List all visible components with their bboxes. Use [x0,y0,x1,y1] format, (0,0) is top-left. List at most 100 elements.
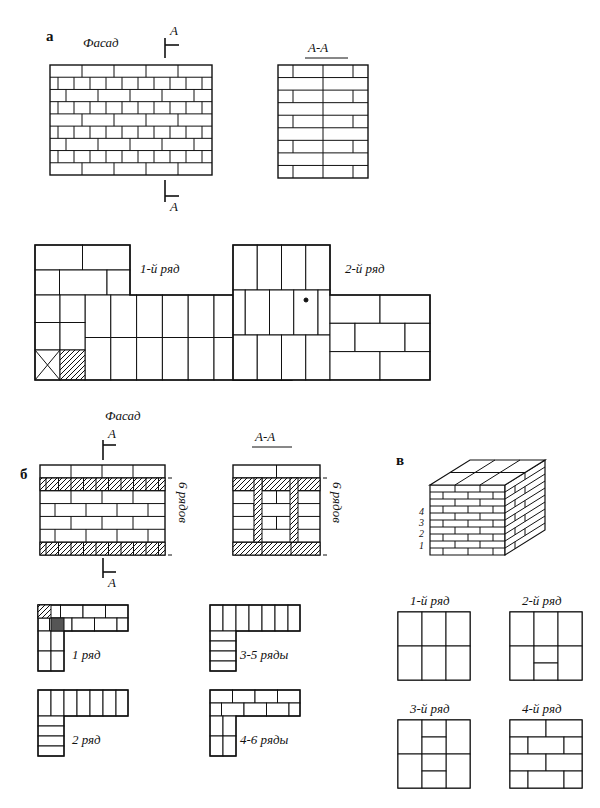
brick-plan [90,690,103,716]
brick-plan [245,290,269,335]
closer-brick [51,618,64,631]
section-mark [164,180,166,202]
brick-plan [116,690,128,716]
brick-plan [282,245,306,290]
brick-plan [83,605,106,618]
brick-plan [546,720,582,737]
head-joint [130,138,131,150]
brick-plan [162,338,188,381]
plan-outline [398,612,470,680]
head-joint [186,102,187,114]
top-joint [450,472,525,473]
head-joint [443,534,444,541]
brick-plan [534,612,558,646]
brick-plan [60,295,85,323]
brick-plan [85,295,111,338]
brick-plan [210,651,236,661]
head-joint [58,102,59,114]
brick-plan [51,631,64,651]
dimension-tick [323,478,327,479]
brick-plan [422,754,446,771]
wall-outline [278,65,368,178]
course-number: 3 [419,517,424,528]
head-joint [480,485,481,492]
brick-plan [35,295,60,323]
head-joint [170,126,171,138]
bed-joint [40,503,165,504]
head-joint [158,478,159,491]
brick-plan [422,771,446,788]
brick-plan [233,290,245,335]
brick-plan [223,736,236,756]
course-number: 4 [419,506,424,517]
brick-plan [60,270,108,295]
plan-outline [510,612,582,680]
head-joint [323,165,324,178]
brick-plan [111,295,137,338]
head-joint [96,542,97,555]
head-joint [262,542,263,555]
view-title: Фасад [105,409,140,423]
course-label: 3-5 ряды [240,648,288,662]
head-joint [146,163,147,175]
brick-plan [35,270,60,295]
brick-plan [106,605,129,618]
plan-outline [510,720,582,788]
brick-plan [282,335,306,380]
course-count: 6 рядов [176,482,190,523]
brick-plan [38,651,51,671]
head-joint [90,77,91,89]
wall-outline [233,465,320,555]
course-label: 1-й ряд [140,262,180,276]
head-joint [98,138,99,150]
hatched-course [233,478,320,491]
head-joint [71,465,72,478]
hatched-header [254,478,262,542]
pillar-top [430,460,545,485]
course-number: 2 [419,528,424,539]
head-joint [493,506,494,513]
head-joint [122,151,123,163]
plan-outline [210,690,300,756]
head-joint [148,504,149,517]
head-joint [122,126,123,138]
head-joint [133,465,134,478]
brick-plan [558,646,582,680]
head-joint [353,115,354,128]
brick-plan [162,295,188,338]
head-joint [493,520,494,527]
head-joint [46,478,47,491]
head-joint [515,486,516,493]
head-joint [493,548,494,555]
plan-outline [233,245,430,380]
section-mark-letter: А [108,576,116,590]
head-joint [480,527,481,534]
head-joint [194,89,195,101]
plan-outline [38,605,128,671]
brick-plan [528,771,564,788]
head-joint [98,89,99,101]
head-joint [493,492,494,499]
head-joint [455,527,456,534]
dimension-tick [323,555,327,556]
head-joint [55,504,56,517]
head-joint [293,90,294,103]
head-joint [455,499,456,506]
brick-plan [330,352,380,380]
view-title: А-А [308,41,328,55]
brick-plan [236,605,249,631]
head-joint [202,77,203,89]
brick-plan [446,720,470,754]
brick-plan [330,295,380,323]
brick-plan [50,618,73,631]
dimension-tick [168,555,172,556]
brick-plan [422,646,446,680]
head-joint [86,529,87,542]
head-joint [323,128,324,141]
head-joint [194,138,195,150]
head-joint [133,516,134,529]
bed-joint [50,89,212,90]
brick-plan [306,245,330,290]
head-joint [106,102,107,114]
